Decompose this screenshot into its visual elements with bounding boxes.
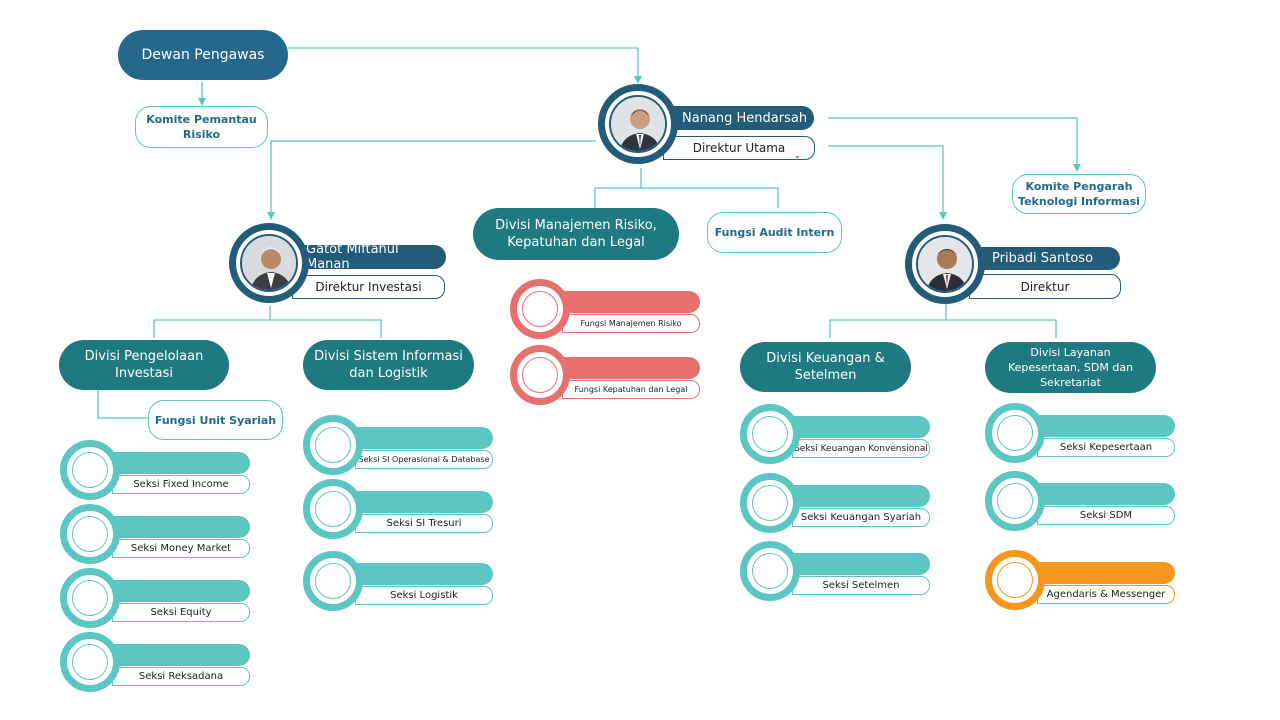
section-label: Seksi Setelmen [792, 576, 930, 595]
section-ring-icon [985, 471, 1045, 531]
section-keuangan-syariah[interactable]: Seksi Keuangan Syariah [740, 473, 930, 533]
director-title: Direktur [1020, 279, 1070, 294]
divisi-keuangan-setelmen-box[interactable]: Divisi Keuangan & Setelmen [740, 342, 911, 392]
section-setelmen[interactable]: Seksi Setelmen [740, 541, 930, 601]
section-keuangan-konvensional[interactable]: Seksi Keuangan Konvensional [740, 404, 930, 464]
section-fungsi-manajemen-risiko[interactable]: Fungsi Manajemen Risiko [510, 279, 700, 339]
section-sdm[interactable]: Seksi SDM [985, 471, 1175, 531]
ceo-title-box: Direktur Utama [663, 136, 815, 160]
ceo-avatar-icon [611, 97, 665, 151]
section-label: Seksi Keuangan Konvensional [792, 439, 930, 458]
section-label: Seksi Kepesertaan [1037, 438, 1175, 457]
director-investasi-title-box: Direktur Investasi [292, 275, 445, 299]
section-label: Seksi Logistik [355, 586, 493, 605]
section-ring-icon [303, 479, 363, 539]
section-label: Agendaris & Messenger [1037, 585, 1175, 604]
section-label: Seksi SI Tresuri [355, 514, 493, 533]
section-ring-icon [985, 403, 1045, 463]
section-money-market[interactable]: Seksi Money Market [60, 504, 250, 564]
dewan-pengawas-box[interactable]: Dewan Pengawas [118, 30, 288, 80]
section-ring-icon [303, 551, 363, 611]
section-label: Fungsi Kepatuhan dan Legal [562, 380, 700, 399]
section-fungsi-kepatuhan-legal[interactable]: Fungsi Kepatuhan dan Legal [510, 345, 700, 405]
director-investasi-avatar-icon [242, 236, 296, 290]
komite-pengarah-ti-box[interactable]: Komite Pengarah Teknologi Informasi [1012, 174, 1146, 214]
section-ring-icon [510, 345, 570, 405]
fungsi-unit-syariah-box[interactable]: Fungsi Unit Syariah [148, 400, 283, 440]
section-reksadana[interactable]: Seksi Reksadana [60, 632, 250, 692]
section-ring-icon [510, 279, 570, 339]
section-ring-icon [985, 550, 1045, 610]
director-avatar-icon [918, 237, 972, 291]
divisi-sistem-informasi-box[interactable]: Divisi Sistem Informasi dan Logistik [303, 340, 474, 390]
section-fixed-income[interactable]: Seksi Fixed Income [60, 440, 250, 500]
ceo-name-bar: Nanang Hendarsah [658, 106, 814, 130]
section-ring-icon [740, 404, 800, 464]
section-si-tresuri[interactable]: Seksi SI Tresuri [303, 479, 493, 539]
section-label: Seksi Money Market [112, 539, 250, 558]
section-equity[interactable]: Seksi Equity [60, 568, 250, 628]
section-label: Seksi SDM [1037, 506, 1175, 525]
fungsi-audit-intern-box[interactable]: Fungsi Audit Intern [707, 212, 842, 253]
director-investasi-name-bar: Gatot Miftahul Manan [284, 242, 446, 272]
section-kepesertaan[interactable]: Seksi Kepesertaan [985, 403, 1175, 463]
director-investasi-photo-frame [229, 223, 309, 303]
director-title-box: Direktur [969, 274, 1121, 299]
section-label: Seksi Equity [112, 603, 250, 622]
section-label: Seksi Keuangan Syariah [792, 508, 930, 527]
ceo-photo-frame [598, 84, 678, 164]
section-ring-icon [740, 473, 800, 533]
section-label: Seksi Fixed Income [112, 475, 250, 494]
section-label: Fungsi Manajemen Risiko [562, 314, 700, 333]
director-name-bar: Pribadi Santoso [966, 247, 1120, 270]
section-logistik[interactable]: Seksi Logistik [303, 551, 493, 611]
section-si-operasional[interactable]: Seksi SI Operasional & Database [303, 415, 493, 475]
ceo-title: Direktur Utama [692, 141, 786, 155]
section-label: Seksi Reksadana [112, 667, 250, 686]
section-agendaris-messenger[interactable]: Agendaris & Messenger [985, 550, 1175, 610]
komite-pemantau-risiko-box[interactable]: Komite Pemantau Risiko [135, 106, 268, 148]
section-ring-icon [60, 568, 120, 628]
section-ring-icon [60, 632, 120, 692]
chevron-down-icon: ⌄ [794, 151, 801, 160]
section-label: Seksi SI Operasional & Database [355, 450, 493, 469]
director-investasi-title: Direktur Investasi [315, 280, 422, 294]
section-ring-icon [60, 440, 120, 500]
section-ring-icon [60, 504, 120, 564]
section-ring-icon [303, 415, 363, 475]
divisi-pengelolaan-investasi-box[interactable]: Divisi Pengelolaan Investasi [59, 340, 229, 390]
divisi-layanan-kepesertaan-box[interactable]: Divisi Layanan Kepesertaan, SDM dan Sekr… [985, 342, 1156, 393]
divisi-manajemen-risiko-box[interactable]: Divisi Manajemen Risiko, Kepatuhan dan L… [473, 208, 679, 260]
director-photo-frame [905, 224, 985, 304]
section-ring-icon [740, 541, 800, 601]
